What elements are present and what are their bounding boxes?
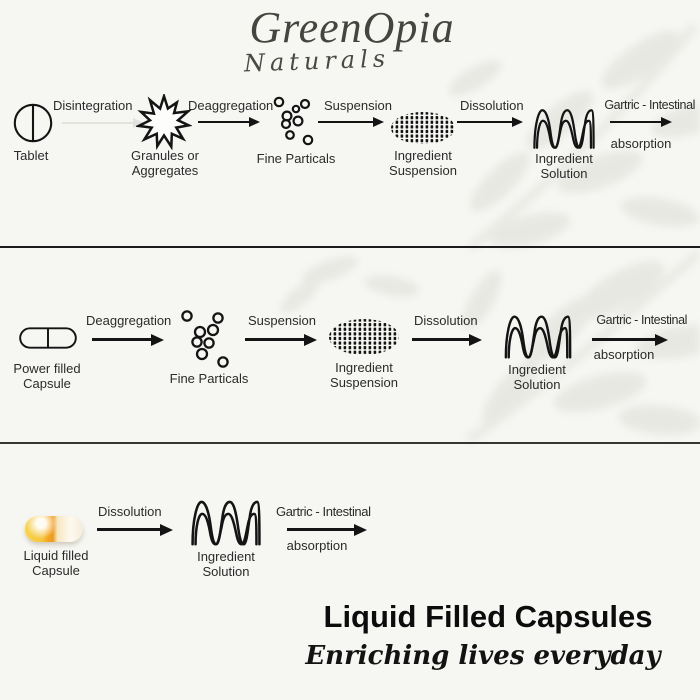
divider-line-1 (0, 246, 700, 248)
product-slogan: Enriching lives everyday (305, 641, 661, 671)
deaggregation-label-row2: Deaggregation (86, 313, 172, 328)
absorption-arrow-row2 (592, 338, 656, 341)
fine-particles-label-row1: Fine Particals (256, 151, 336, 166)
absorption-label-row1: absorption (610, 136, 672, 151)
tablet-icon (12, 102, 54, 144)
deaggregation-arrow-row2 (92, 338, 152, 341)
divider-line-2 (0, 442, 700, 444)
dissolution-label-row2: Dissolution (414, 313, 478, 328)
ingredient-solution-icon-row2 (498, 311, 578, 361)
powder-capsule-label: Power filled Capsule (13, 361, 81, 392)
absorption-arrow-row1 (610, 121, 662, 123)
deaggregation-label-row1: Deaggregation (188, 98, 274, 113)
liquid-capsule-label: Liquid filled Capsule (23, 548, 89, 579)
gartric-intestinal-label-row1: Gartric - Intestinal (604, 98, 695, 112)
suspension-label-row2: Suspension (248, 313, 316, 328)
powder-capsule-icon (18, 327, 78, 349)
deaggregation-arrow-row1 (198, 121, 250, 123)
suspension-arrow-row2 (245, 338, 305, 341)
absorption-label-row3: absorption (286, 538, 348, 553)
fine-particles-icon-row2 (180, 310, 232, 368)
gartric-intestinal-label-row2: Gartric - Intestinal (596, 313, 687, 327)
tablet-label: Tablet (13, 148, 49, 163)
ingredient-suspension-label-row2: Ingredient Suspension (330, 360, 398, 391)
absorption-arrow-row3 (287, 528, 355, 531)
granules-burst-icon (136, 94, 192, 150)
ingredient-solution-label-row2: Ingredient Solution (508, 362, 566, 393)
brand-logo: GreenOpia (249, 3, 455, 52)
liquid-capsule-icon (25, 516, 83, 542)
dissolution-label-row3: Dissolution (98, 504, 162, 519)
dissolution-arrow-row3 (97, 528, 161, 531)
granules-label: Granules or Aggregates (131, 148, 199, 179)
fine-particles-icon-row1 (270, 94, 316, 150)
ingredient-solution-icon-row3 (185, 496, 267, 548)
suspension-arrow-row1 (318, 121, 374, 123)
product-title: Liquid Filled Capsules (323, 599, 653, 634)
dissolution-arrow-row1 (457, 121, 513, 123)
ingredient-suspension-icon-row1 (390, 111, 456, 145)
suspension-label-row1: Suspension (324, 98, 392, 113)
disintegration-label-row1: Disintegration (53, 98, 133, 113)
ingredient-solution-label-row3: Ingredient Solution (197, 549, 255, 580)
brand-tagline: Naturals (243, 44, 391, 78)
gartric-intestinal-label-row3: Gartric - Intestinal (276, 504, 371, 519)
disintegration-arrow-row1 (62, 122, 134, 124)
fine-particles-label-row2: Fine Particals (169, 371, 249, 386)
ingredient-solution-label-row1: Ingredient Solution (535, 151, 593, 182)
ingredient-suspension-label-row1: Ingredient Suspension (389, 148, 457, 179)
ingredient-suspension-icon-row2 (328, 318, 400, 356)
dissolution-arrow-row2 (412, 338, 470, 341)
absorption-label-row2: absorption (593, 347, 655, 362)
ingredient-solution-icon-row1 (531, 105, 597, 151)
dissolution-label-row1: Dissolution (460, 98, 524, 113)
